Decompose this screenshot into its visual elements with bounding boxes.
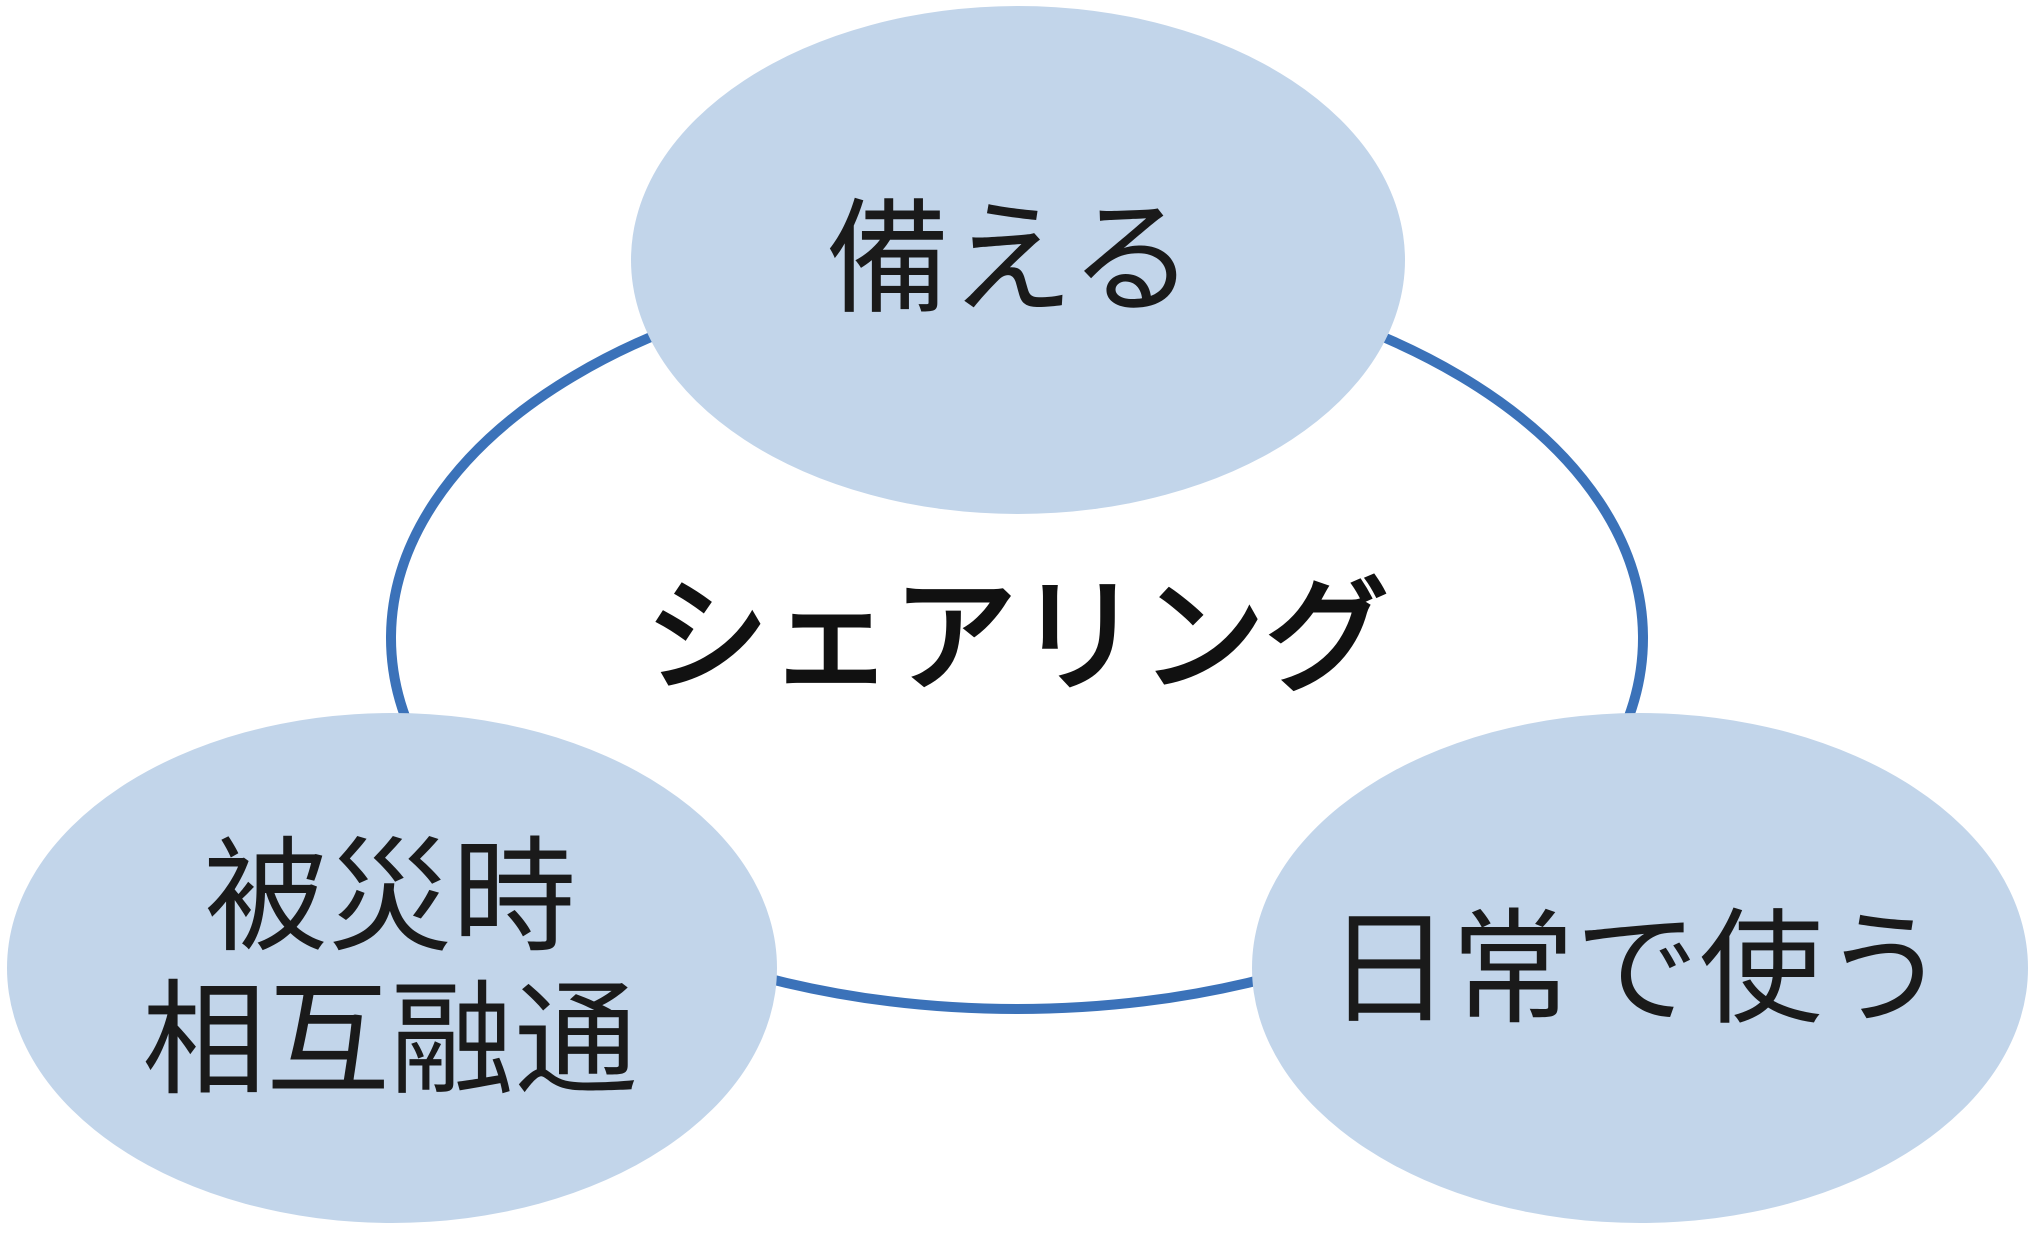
center-label: シェアリング bbox=[645, 566, 1389, 710]
node-label-line-2: 相互融通 bbox=[142, 969, 638, 1113]
node-label: 備える bbox=[826, 188, 1194, 332]
node-mutual-aid: 被災時 相互融通 bbox=[7, 713, 777, 1223]
node-label-line-1: 被災時 bbox=[204, 826, 576, 970]
node-daily-use: 日常で使う bbox=[1252, 713, 2028, 1223]
node-ellipse bbox=[1252, 713, 2028, 1223]
node-ellipse bbox=[631, 6, 1405, 514]
node-label: 日常で使う bbox=[1327, 898, 1947, 1042]
node-prepare: 備える bbox=[631, 6, 1405, 514]
node-ellipse bbox=[7, 713, 777, 1223]
